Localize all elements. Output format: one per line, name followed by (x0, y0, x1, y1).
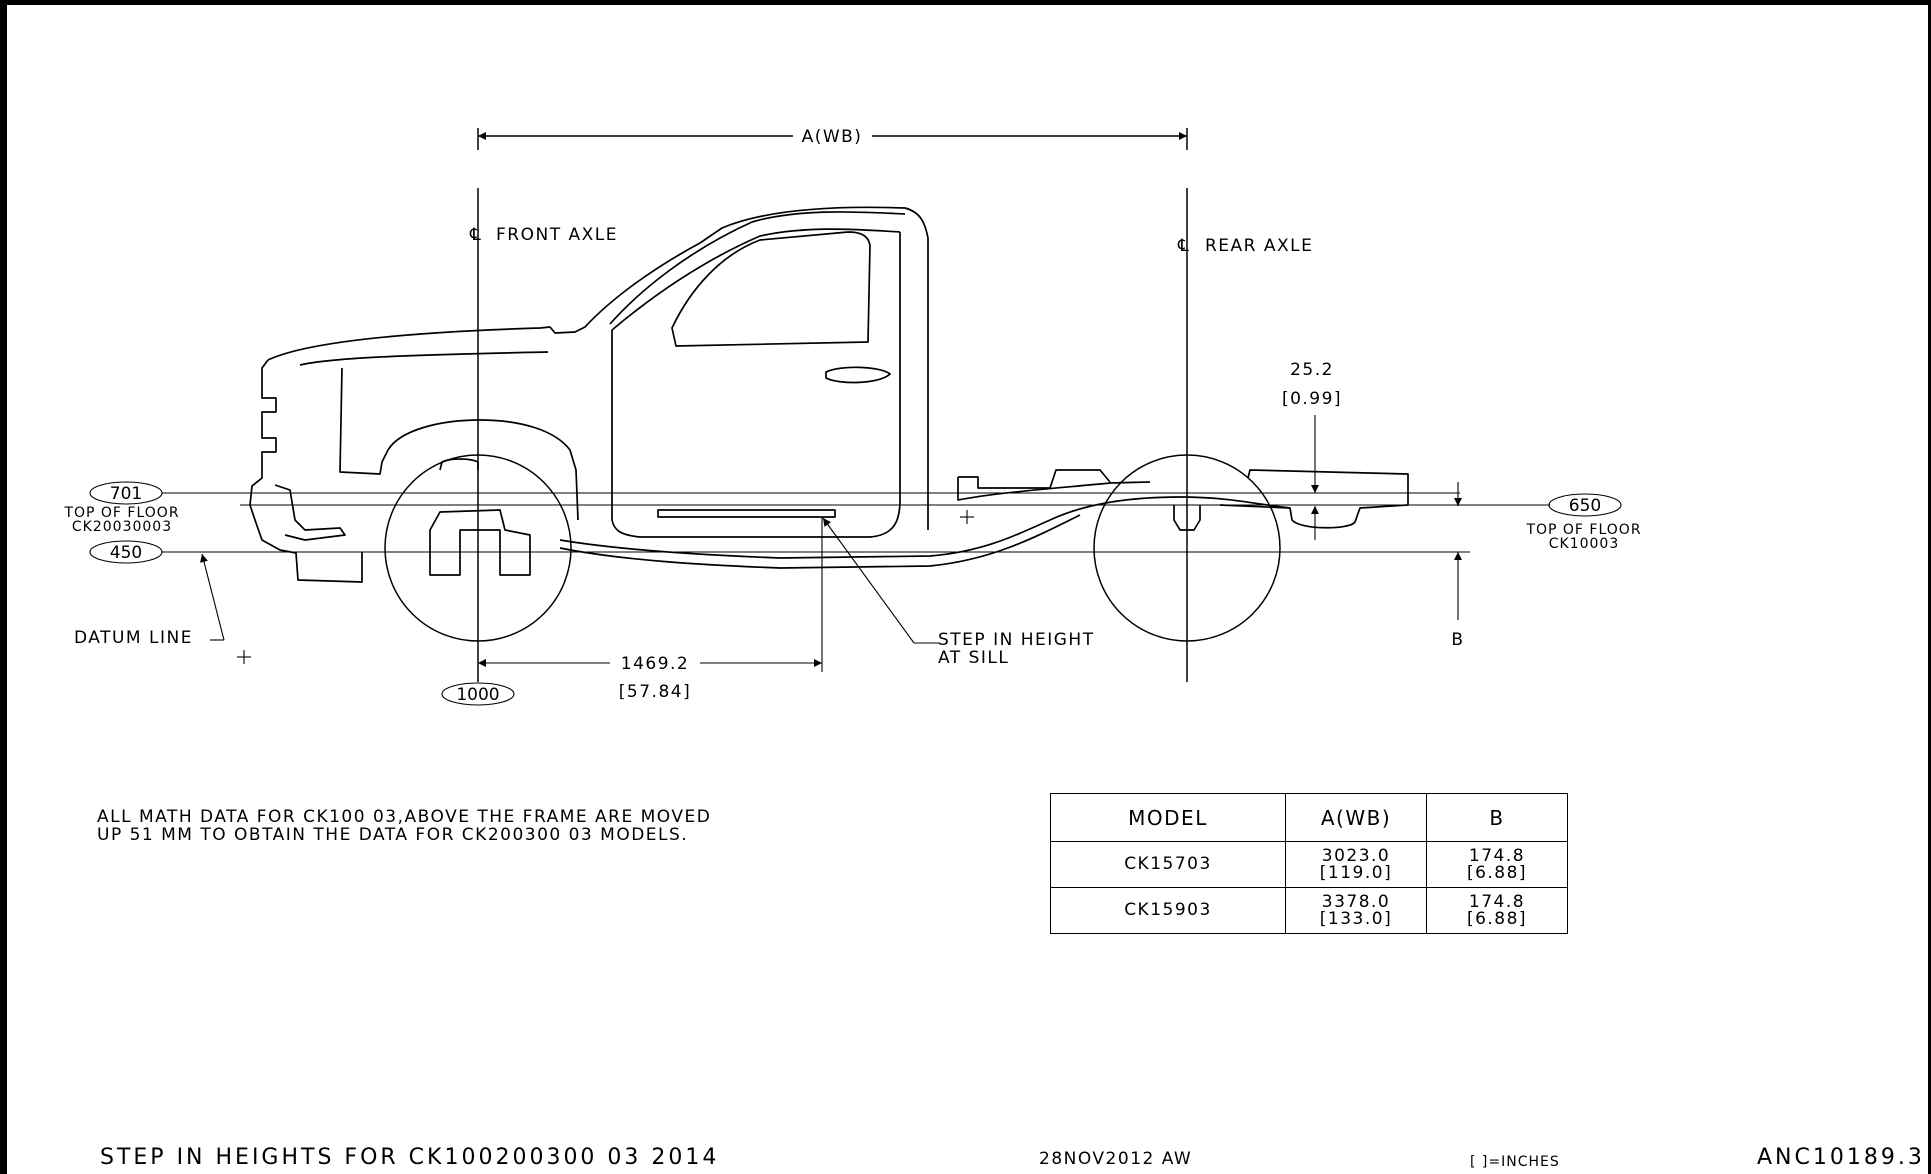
front-axle-station-value: 1000 (456, 685, 499, 705)
rear-floor-oval-value: 650 (1569, 496, 1601, 516)
step-height-label-line2: AT SILL (938, 648, 1009, 668)
table-header-a: A(WB) (1285, 793, 1427, 842)
table-header-model: MODEL (1050, 793, 1286, 842)
rear-wheel (1093, 454, 1281, 642)
units-note: [ ]=INCHES (1470, 1154, 1560, 1170)
table-header-row: MODEL A(WB) B (1050, 793, 1568, 842)
drawing-title: STEP IN HEIGHTS FOR CK100200300 03 2014 (100, 1145, 719, 1170)
date-stamp: 28NOV2012 AW (1039, 1149, 1192, 1169)
step-height-label-line1: STEP IN HEIGHT (938, 630, 1095, 650)
sill-offset-dimension: 1469.2 [57.84] (478, 518, 823, 702)
front-axle-centerline-symbol: ℄ (469, 225, 482, 245)
front-axle-centerline: ℄ FRONT AXLE (469, 188, 618, 682)
note-line1: ALL MATH DATA FOR CK100 03,ABOVE THE FRA… (97, 807, 711, 827)
front-axle-label: FRONT AXLE (496, 225, 618, 245)
top-of-floor-left-code: CK20030003 (72, 519, 172, 535)
a-mm-value: 3378.0 (1321, 891, 1391, 912)
top-of-floor-right-label: TOP OF FLOOR (1525, 522, 1641, 538)
datum-line-label: DATUM LINE (74, 628, 193, 648)
floor-step-mm: 25.2 (1290, 360, 1334, 380)
b-dimension: B (1451, 482, 1464, 650)
front-wheel (384, 454, 572, 642)
reference-lines (162, 492, 1550, 553)
sill-offset-in: [57.84] (619, 682, 691, 702)
floor-step-in: [0.99] (1282, 389, 1342, 409)
a-mm-value: 3023.0 (1321, 845, 1391, 866)
table-row: CK15703 3023.0[119.0] 174.8[6.88] (1050, 841, 1568, 888)
table-cell-model: CK15703 (1050, 841, 1286, 888)
table-cell-a: 3023.0[119.0] (1285, 841, 1427, 888)
top-of-floor-left-label: TOP OF FLOOR (63, 505, 179, 521)
b-in-value: [6.88] (1466, 862, 1528, 883)
rear-axle-label: REAR AXLE (1205, 236, 1313, 256)
b-in-value: [6.88] (1466, 908, 1528, 929)
a-in-value: [133.0] (1319, 908, 1393, 929)
rear-floor-oval: 650 (1548, 493, 1622, 517)
wheelbase-label: A(WB) (802, 127, 863, 147)
model-dimensions-table: MODEL A(WB) B CK15703 3023.0[119.0] 174.… (1050, 793, 1568, 934)
front-floor-oval: 701 (89, 481, 163, 505)
a-in-value: [119.0] (1319, 862, 1393, 883)
table-header-b: B (1426, 793, 1568, 842)
table-row: CK15903 3378.0[133.0] 174.8[6.88] (1050, 887, 1568, 934)
truck-outline (249, 206, 1409, 583)
sill-offset-mm: 1469.2 (621, 654, 689, 674)
table-cell-b: 174.8[6.88] (1426, 841, 1568, 888)
floor-step-dimension: 25.2 [0.99] (1282, 360, 1342, 540)
datum-oval-value: 450 (110, 543, 142, 563)
front-floor-oval-value: 701 (110, 484, 142, 504)
b-mm-value: 174.8 (1468, 845, 1526, 866)
b-dimension-label: B (1451, 630, 1464, 650)
note-line2: UP 51 MM TO OBTAIN THE DATA FOR CK200300… (97, 825, 688, 845)
b-mm-value: 174.8 (1468, 891, 1526, 912)
top-of-floor-right-code: CK10003 (1549, 536, 1620, 552)
rear-axle-centerline: ℄ REAR AXLE (1177, 188, 1313, 682)
front-axle-station-oval: 1000 (441, 682, 515, 706)
table-cell-b: 174.8[6.88] (1426, 887, 1568, 934)
wheelbase-dimension: A(WB) (477, 127, 1188, 150)
registration-marks (237, 510, 974, 664)
table-cell-a: 3378.0[133.0] (1285, 887, 1427, 934)
step-height-callout: STEP IN HEIGHT AT SILL (822, 517, 1095, 668)
table-cell-model: CK15903 (1050, 887, 1286, 934)
datum-oval: 450 (89, 540, 163, 564)
rear-axle-centerline-symbol: ℄ (1177, 236, 1190, 256)
drawing-id: ANC10189.3 (1757, 1145, 1925, 1170)
datum-line-callout: DATUM LINE (74, 553, 225, 648)
